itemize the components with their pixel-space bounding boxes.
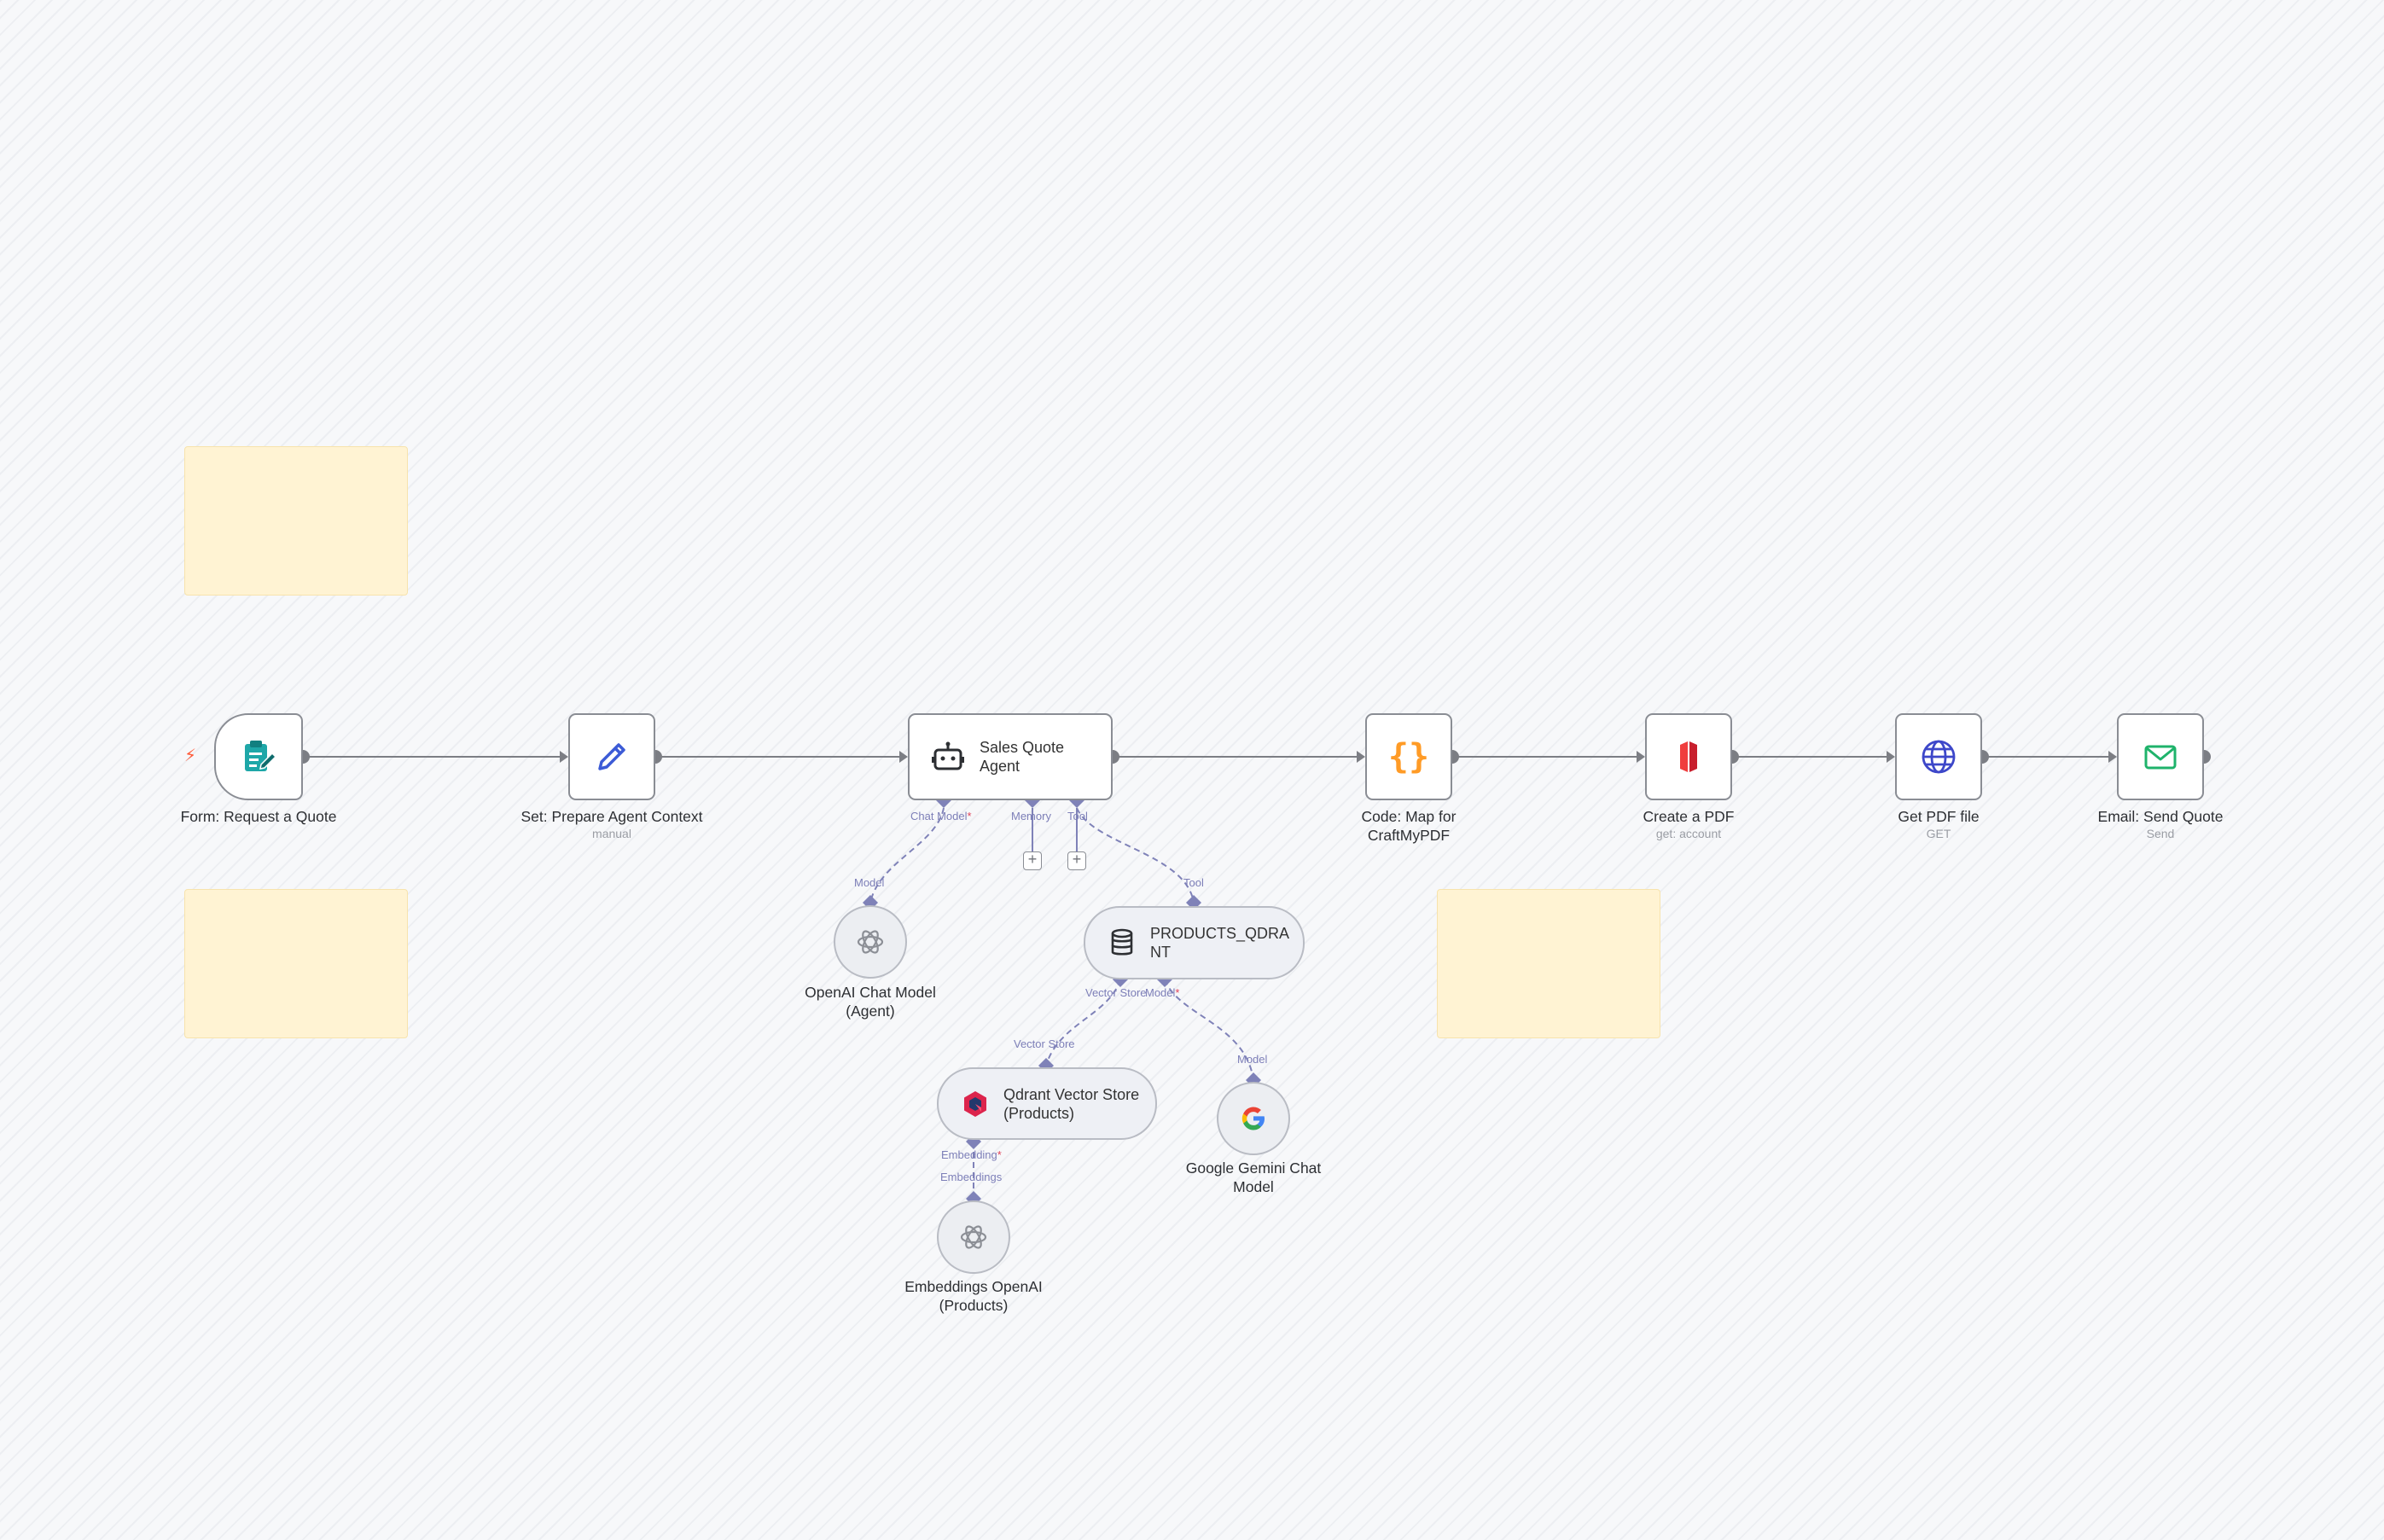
node-subtitle: manual (592, 827, 631, 840)
node-label: Email: Send Quote Send (2050, 807, 2271, 841)
node-label: Get PDF file GET (1828, 807, 2050, 841)
globe-icon (1922, 740, 1956, 774)
form-icon (245, 741, 277, 771)
port-label-chat-model: Chat Model* (910, 810, 972, 822)
node-label: Set: Prepare Agent Context manual (501, 807, 723, 841)
connection-chat-model (869, 807, 945, 904)
qdrant-icon (964, 1090, 986, 1117)
node-label: Form: Request a Quote (148, 807, 369, 826)
port-label-model-in: Model (1237, 1053, 1268, 1066)
add-memory-button[interactable]: + (1023, 851, 1042, 870)
node-sales-quote-agent[interactable]: Sales Quote Agent (908, 713, 1113, 800)
node-get-pdf-file[interactable] (1895, 713, 1982, 800)
code-braces-icon: {} (1387, 737, 1430, 776)
node-form-request-a-quote[interactable] (214, 713, 303, 800)
node-embeddings-openai[interactable] (937, 1200, 1010, 1274)
node-name: Form: Request a Quote (180, 808, 337, 825)
node-name: Email: Send Quote (2097, 808, 2224, 825)
port-label-model: Model (854, 876, 885, 889)
port-label-vector-store-in: Vector Store (1014, 1037, 1075, 1050)
node-name: Embeddings OpenAI (Products) (904, 1278, 1043, 1314)
node-label: OpenAI Chat Model (Agent) (759, 983, 981, 1020)
port-label-tool-in: Tool (1183, 876, 1204, 889)
node-openai-chat-model[interactable] (834, 905, 907, 979)
database-icon (1111, 928, 1133, 956)
port-label-embeddings: Embeddings (940, 1171, 1003, 1183)
sticky-note[interactable] (1437, 889, 1660, 1038)
node-name: PRODUCTS_QDRANT (1150, 925, 1290, 961)
robot-icon (932, 741, 964, 770)
node-subtitle: Send (2146, 827, 2175, 840)
node-name: Set: Prepare Agent Context (520, 808, 703, 825)
node-name: OpenAI Chat Model (Agent) (805, 984, 936, 1020)
node-name: Code: Map for CraftMyPDF (1361, 808, 1457, 844)
node-name: Qdrant Vector Store (Products) (1003, 1085, 1140, 1122)
node-subtitle: get: account (1655, 827, 1722, 840)
sticky-note[interactable] (184, 446, 408, 596)
node-set-prepare-agent-context[interactable] (568, 713, 655, 800)
node-qdrant-vector-store[interactable]: Qdrant Vector Store (Products) (937, 1067, 1157, 1140)
node-label: Create a PDF get: account (1578, 807, 1800, 841)
node-code-map-for-craftmypdf[interactable]: {} (1365, 713, 1452, 800)
connection-tool (1076, 807, 1195, 904)
openai-icon (960, 1225, 987, 1249)
node-label: Embeddings OpenAI (Products) (863, 1277, 1084, 1315)
node-name: Create a PDF (1643, 808, 1735, 825)
node-google-gemini-chat-model[interactable] (1217, 1082, 1290, 1155)
add-tool-button[interactable]: + (1067, 851, 1086, 870)
pencil-icon (598, 743, 625, 770)
envelope-icon (2144, 745, 2177, 770)
node-create-a-pdf[interactable] (1645, 713, 1732, 800)
lightning-bolt-icon: ⚡ (184, 747, 197, 765)
node-label: Code: Map for CraftMyPDF (1298, 807, 1520, 845)
port-label-memory: Memory (1011, 810, 1051, 822)
port-label-model: Model* (1145, 986, 1180, 999)
port-label-embedding: Embedding* (941, 1148, 1002, 1161)
openai-icon (857, 930, 884, 954)
port-label-vector-store: Vector Store (1085, 986, 1147, 999)
node-name: Get PDF file (1898, 808, 1980, 825)
craftmypdf-icon (1680, 741, 1697, 772)
node-label: Google Gemini Chat Model (1143, 1159, 1364, 1196)
sticky-note[interactable] (184, 889, 408, 1038)
node-email-send-quote[interactable] (2117, 713, 2204, 800)
connection-gemini-model (1164, 979, 1254, 1081)
node-subtitle: GET (1926, 827, 1951, 840)
port-label-tool: Tool (1067, 810, 1088, 822)
google-icon (1241, 1107, 1265, 1130)
node-name: Google Gemini Chat Model (1185, 1159, 1322, 1195)
node-name: Sales Quote Agent (980, 739, 1065, 775)
connection-vector-store (1045, 979, 1121, 1066)
node-products-qdrant[interactable]: PRODUCTS_QDRANT (1084, 906, 1305, 979)
